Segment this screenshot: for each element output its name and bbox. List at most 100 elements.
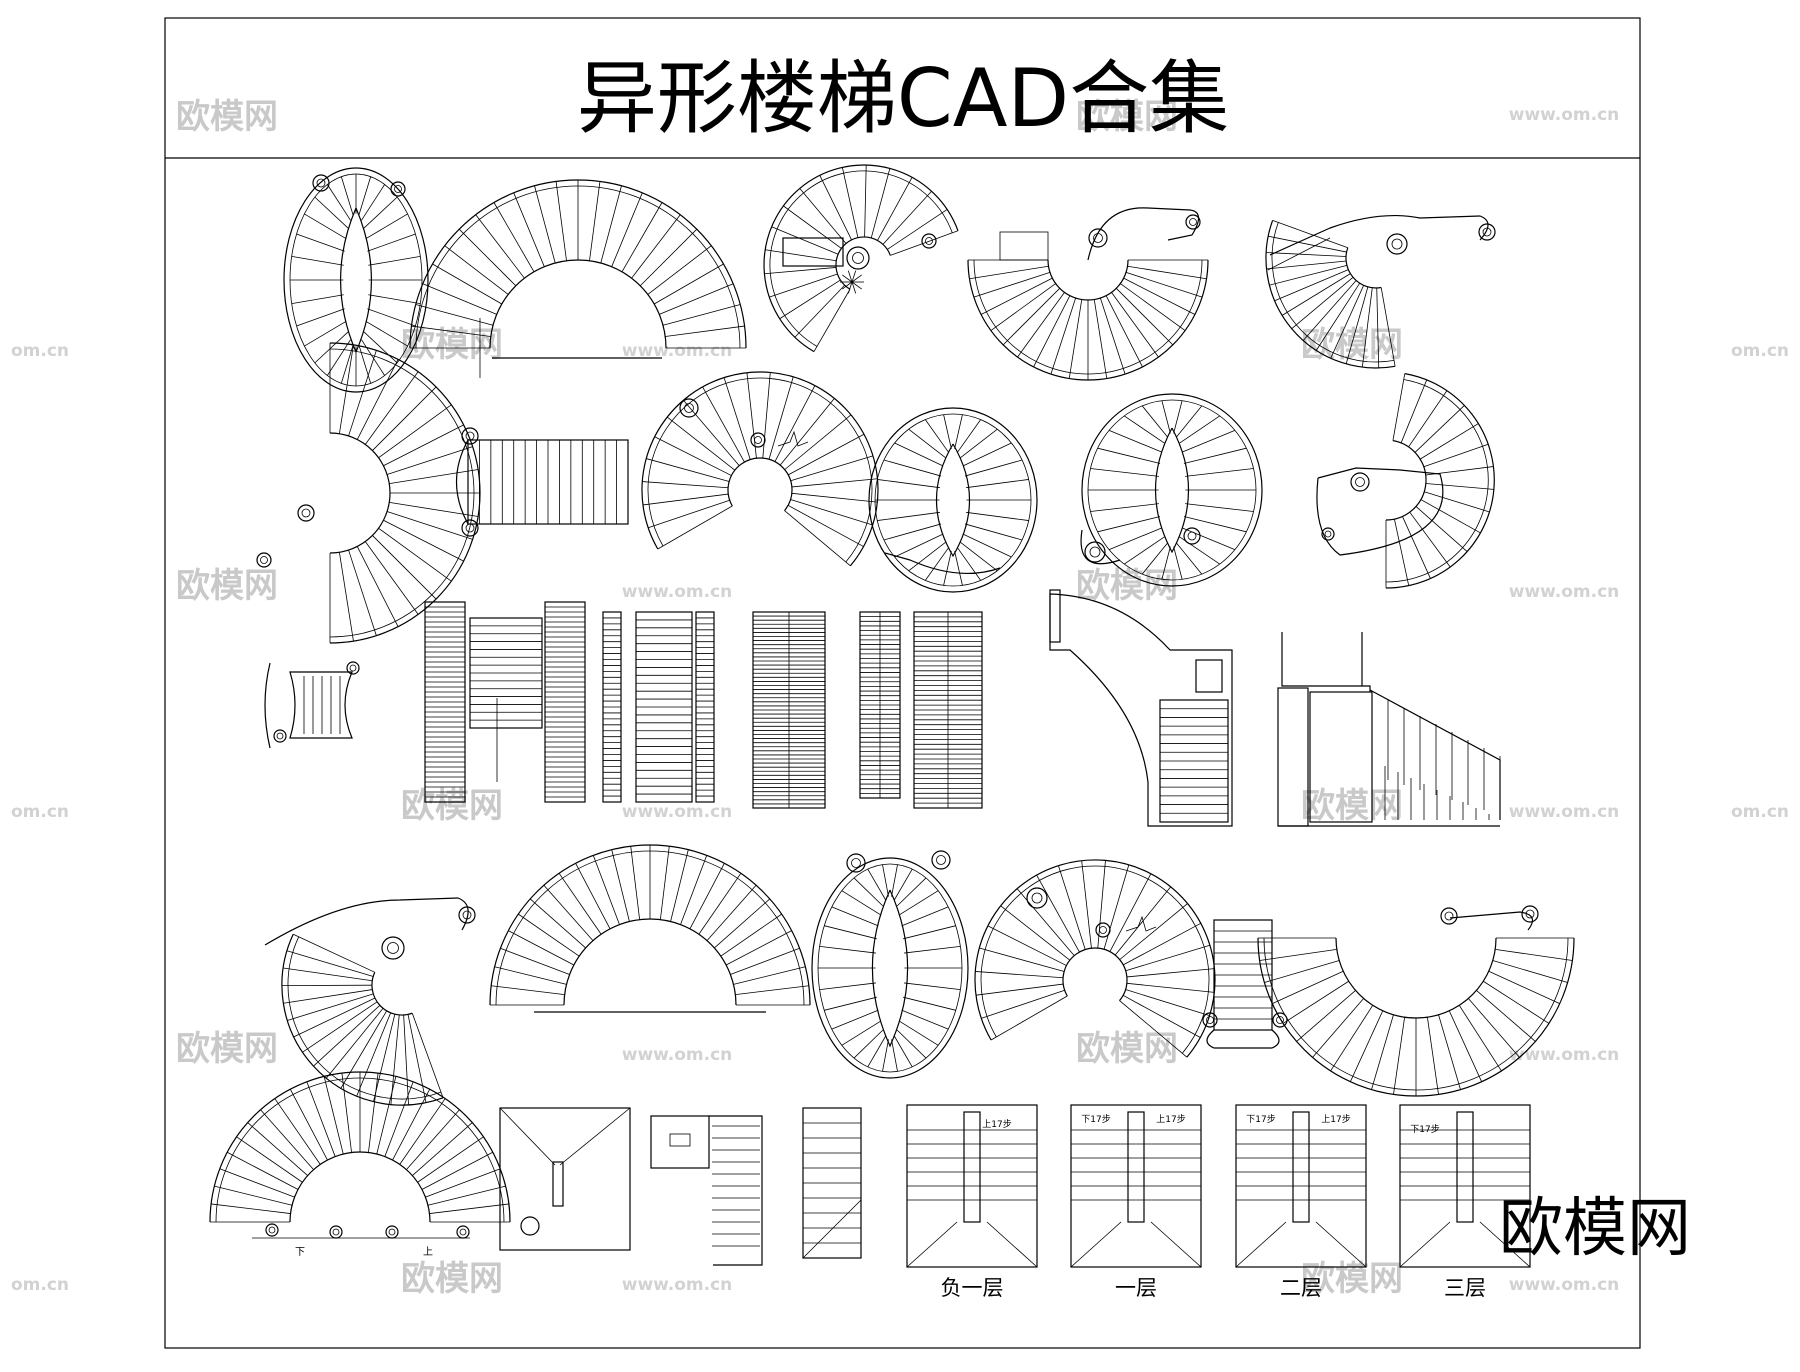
newel-volute — [1183, 527, 1201, 545]
tread-line — [870, 168, 891, 239]
tread-line — [990, 283, 1056, 331]
newel-volute — [1026, 887, 1048, 909]
tread-line — [1402, 516, 1431, 579]
tread-line — [367, 233, 416, 252]
tread-line — [575, 863, 611, 930]
up-steps-label: 上17步 — [982, 1119, 1011, 1130]
hourglass-outline — [289, 671, 353, 739]
tread-line — [894, 533, 944, 558]
tread-line — [340, 344, 354, 384]
tread-line — [765, 249, 837, 262]
newel-volute-core — [852, 252, 864, 264]
tread-line — [1176, 543, 1203, 575]
stair-curved-volute-a — [763, 164, 959, 353]
tread-line — [831, 906, 879, 927]
newel-volute — [312, 174, 330, 192]
tread-line — [1108, 527, 1163, 551]
tread-line — [783, 205, 842, 249]
tread-line — [422, 283, 497, 315]
floor-label: 一层 — [1115, 1276, 1157, 1300]
tread-line — [1400, 379, 1428, 444]
tread-line — [274, 1098, 321, 1165]
upper-rail — [1269, 214, 1489, 256]
tread-line — [1415, 506, 1468, 552]
tread-line — [819, 982, 876, 991]
tread-line — [1126, 982, 1215, 993]
tread-line — [788, 433, 865, 476]
tread-line — [908, 428, 946, 458]
tread-line — [314, 331, 349, 364]
tread-line — [1124, 415, 1165, 444]
tread-line — [723, 377, 751, 460]
outer-stringer — [974, 859, 1216, 1058]
tread-line — [714, 898, 771, 949]
tread-line — [287, 993, 374, 1021]
tread-line — [901, 906, 949, 927]
watermark-url: www.om.cn — [1509, 582, 1620, 602]
newel-volute — [1350, 472, 1370, 492]
tread-line — [386, 511, 473, 540]
newel-volute-core — [1355, 477, 1365, 487]
tread-line — [647, 245, 712, 295]
newel-volute-core — [1276, 1016, 1284, 1024]
tread-line — [348, 549, 377, 636]
winder-line — [559, 1107, 631, 1166]
tread-line — [1272, 220, 1348, 249]
tread-line — [903, 996, 956, 1011]
inner-stringer — [329, 432, 391, 554]
tread-line — [1099, 297, 1126, 375]
drain-circle — [520, 1216, 540, 1236]
tread-line — [247, 1122, 308, 1176]
tread-line — [642, 493, 729, 506]
stair-drawings: 下上负一层上17步一层下17步上17步二层下17步上17步三层下17步 — [209, 164, 1575, 1300]
tread-line — [960, 542, 998, 572]
diagonal-cut — [1315, 1221, 1367, 1268]
tread-line — [1266, 260, 1347, 270]
newel-volute — [750, 432, 766, 448]
newel-volute — [385, 1225, 399, 1239]
newel-volute-core — [1391, 238, 1403, 250]
tread-line — [1296, 990, 1356, 1042]
tread-line — [367, 308, 416, 327]
tread-line — [790, 499, 873, 526]
landing-detail — [669, 1133, 691, 1147]
tread-line — [1068, 299, 1083, 379]
upper-rail — [1449, 911, 1534, 931]
tread-line — [412, 1122, 473, 1176]
tread-line — [1483, 980, 1550, 1024]
tread-line — [730, 947, 800, 975]
newel-volute-core — [1482, 227, 1492, 237]
watermark-url: om.cn — [11, 341, 69, 361]
break-symbol — [1125, 915, 1157, 932]
plan-square-landing — [499, 1107, 631, 1251]
tread-line — [657, 505, 733, 550]
newel-volute — [1095, 922, 1111, 938]
tread-line — [853, 877, 884, 907]
tread-line — [957, 419, 981, 453]
outer-stringer — [811, 857, 969, 1079]
tread-line — [791, 492, 878, 503]
tread-line — [226, 1151, 299, 1190]
watermark-text: 欧模网 — [401, 1259, 503, 1299]
escalator-side — [913, 611, 983, 809]
cut-line — [802, 1199, 862, 1259]
newel-volute — [846, 246, 870, 270]
tread-line — [1123, 277, 1196, 315]
inner-stringer — [1062, 947, 1128, 1001]
tread-line — [1111, 292, 1159, 358]
plan-l-shaped — [650, 1115, 763, 1266]
tread-line — [411, 1013, 444, 1098]
stair-lens-double-volute — [283, 167, 429, 393]
tread-line — [293, 933, 375, 973]
tread-line — [1350, 1010, 1384, 1082]
tread-line — [1017, 292, 1065, 358]
tread-line — [659, 283, 734, 315]
tread-line — [1272, 970, 1344, 1004]
tread-line — [1414, 405, 1465, 453]
tread-line — [1419, 423, 1479, 460]
tread-line — [558, 873, 602, 935]
tread-line — [1408, 390, 1448, 448]
tread-line — [630, 846, 641, 920]
watermark-text: 欧模网 — [1076, 1029, 1178, 1069]
